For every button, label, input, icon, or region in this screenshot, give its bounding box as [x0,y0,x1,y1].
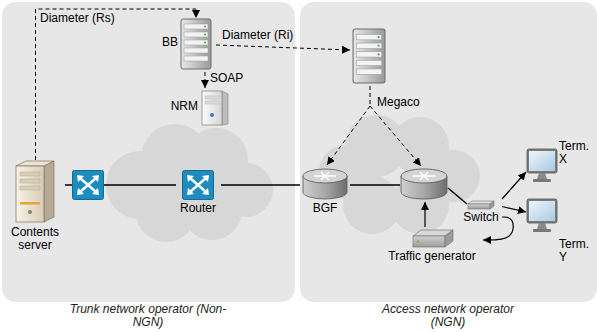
device-icon [302,168,348,200]
device-symbol [527,199,557,232]
device-node: Traffic generator [382,228,483,268]
device-icon [467,200,495,210]
node-label: Traffic generator [382,250,482,263]
device-icon [14,160,56,224]
text-slot: NRM [160,100,198,113]
label-slot: Diameter (Ri) [222,29,293,42]
router-icon [401,169,447,199]
network-cloud [319,115,480,234]
server-icon [353,29,385,83]
device-icon [526,198,558,234]
text-slot: Switch [461,211,501,224]
node-label: Router [176,202,220,215]
region-caption: Trunk network operator (Non-NGN) [68,303,228,329]
device-node: BGF [300,168,351,220]
connector-label: SOAP [210,72,243,85]
device-icon [526,148,558,184]
device-node: Contents server [6,160,65,260]
device-icon [412,228,454,248]
device-icon [182,170,214,200]
label-slot: Megaco [377,96,420,109]
node-label: Contents server [6,226,64,252]
device-symbol [181,19,211,69]
device-node: Term. Y [526,198,592,268]
node-label: BGF [300,202,350,215]
text-slot: BB [150,36,178,49]
region-caption: Access network operator (NGN) [368,303,528,329]
interface-label: Diameter (Ri) [222,29,293,42]
device-icon [180,18,212,70]
device-symbol [183,171,214,200]
edge-label-slot: SOAP [210,72,243,85]
device-node: Switch [461,196,502,226]
router-icon [73,171,104,200]
connector-label: Diameter (Rs) [40,12,115,25]
node-label: Term. X [559,140,591,166]
device-symbol [202,91,228,125]
megaco-line [370,86,371,106]
device-node: NRM [160,88,232,128]
node-label: BB [150,36,178,49]
node-label: Term. Y [559,238,591,264]
device-symbol [468,201,494,209]
traffic-line [424,202,425,227]
device-symbol [303,169,347,199]
node-label: NRM [160,100,198,113]
text-slot: Traffic generator [382,250,482,263]
text-slot: Router [176,202,220,215]
device-node: BB [150,18,216,72]
node-label: Switch [461,211,501,224]
device-symbol [527,149,557,182]
link-connector [221,184,300,186]
text-slot: Trunk network operator (Non-NGN) [68,303,228,329]
text-slot: Term. Y [559,238,591,264]
text-slot: BGF [300,202,350,215]
link-line [350,184,400,186]
device-icon [200,88,230,126]
edge-label-slot: Diameter (Rs) [40,12,115,25]
device-symbol [413,230,453,247]
network-cloud [106,124,273,242]
device-symbol [16,161,54,222]
text-slot: Contents server [6,226,64,252]
text-slot: Access network operator (NGN) [368,303,528,329]
text-slot: Term. X [559,140,591,166]
interface-label: Megaco [377,96,420,109]
device-node: Term. X [526,140,592,190]
